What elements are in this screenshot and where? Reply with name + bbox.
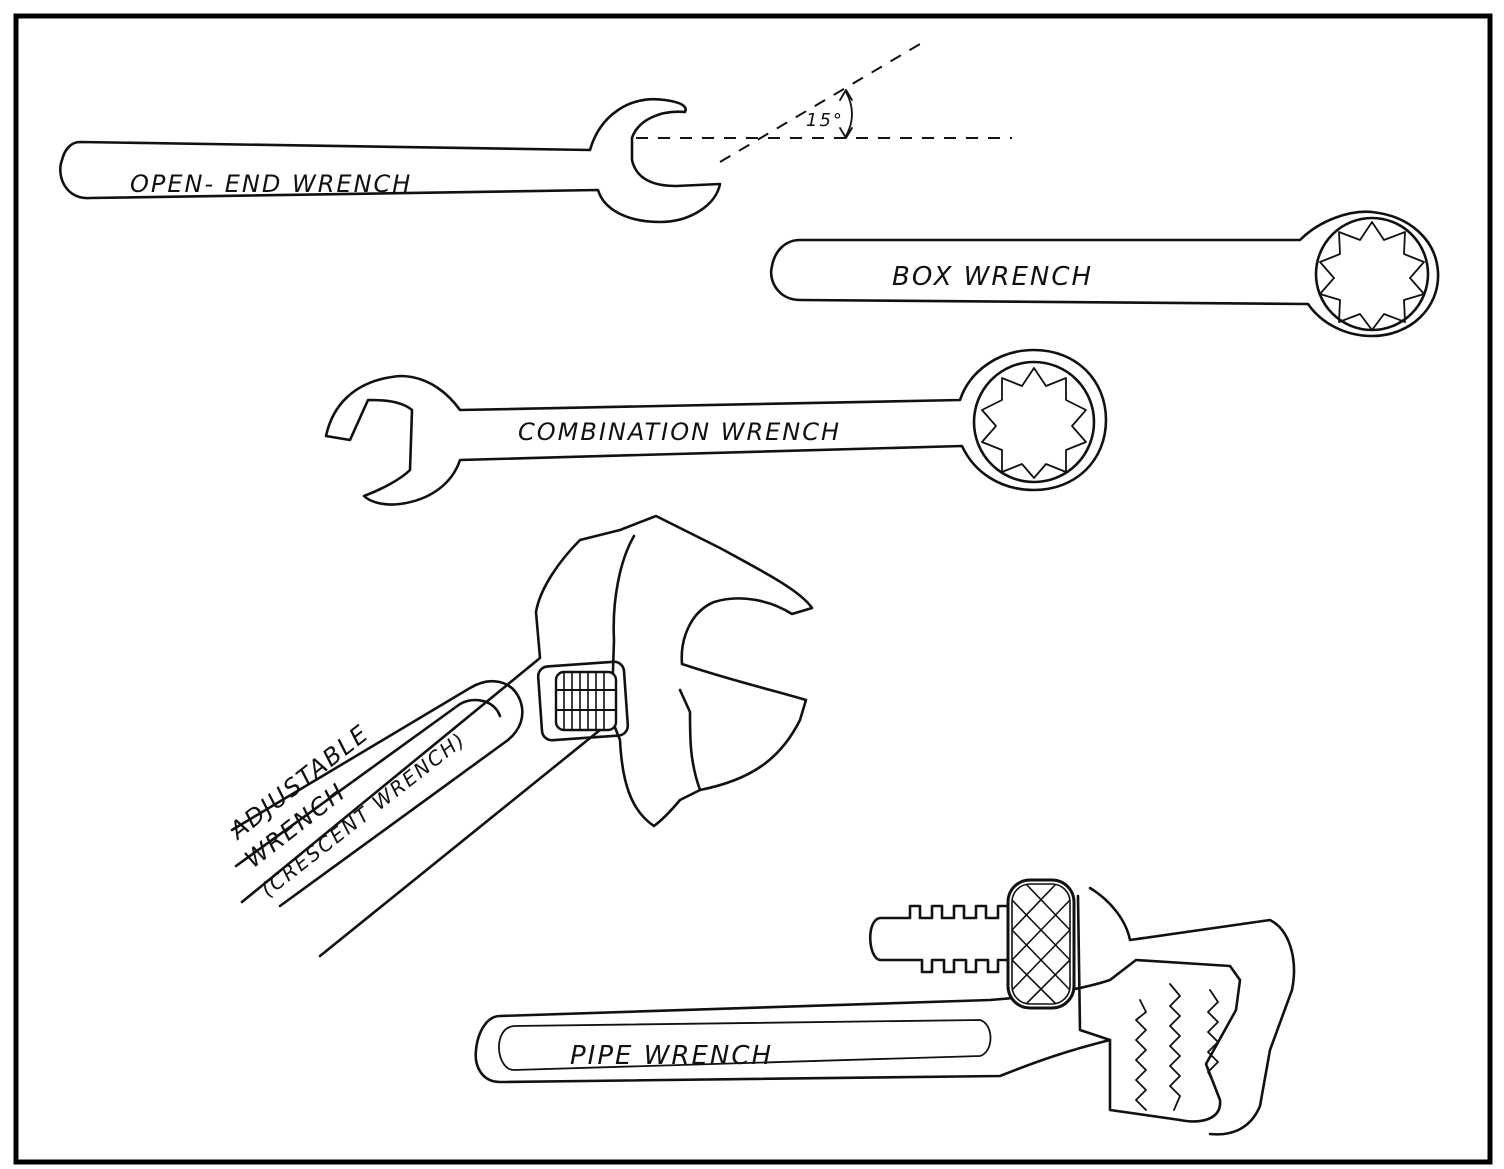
pipe-wrench-hook-jaw (870, 906, 1010, 972)
combination-wrench: COMBINATION WRENCH (326, 350, 1106, 505)
pipe-wrench-teeth-mid (1170, 984, 1180, 1110)
adjustable-wrench: ADJUSTABLE WRENCH (CRESCENT WRENCH) (215, 516, 812, 956)
pipe-wrench-teeth-left (1136, 1000, 1146, 1110)
angle-label: 15° (806, 110, 844, 131)
angled-reference-line (720, 44, 920, 162)
box-wrench-ring (1316, 218, 1428, 330)
pipe-wrench-knurled-nut (1008, 880, 1074, 1008)
box-wrench: BOX WRENCH (771, 212, 1438, 336)
open-end-wrench: OPEN- END WRENCH (60, 99, 720, 222)
box-wrench-star-opening (1320, 222, 1424, 330)
pipe-wrench-teeth-right (1208, 990, 1218, 1084)
combination-wrench-label: COMBINATION WRENCH (518, 418, 841, 446)
angle-indicator: 15° (636, 44, 1012, 162)
box-wrench-label: BOX WRENCH (892, 262, 1093, 292)
angle-arrowhead-top (840, 90, 852, 100)
open-end-wrench-label: OPEN- END WRENCH (130, 170, 412, 198)
pipe-wrench: PIPE WRENCH (476, 880, 1294, 1134)
pipe-wrench-label: PIPE WRENCH (570, 1041, 773, 1071)
combination-wrench-star-opening (982, 368, 1086, 478)
adjustable-wrench-knurl-screw (556, 672, 616, 730)
